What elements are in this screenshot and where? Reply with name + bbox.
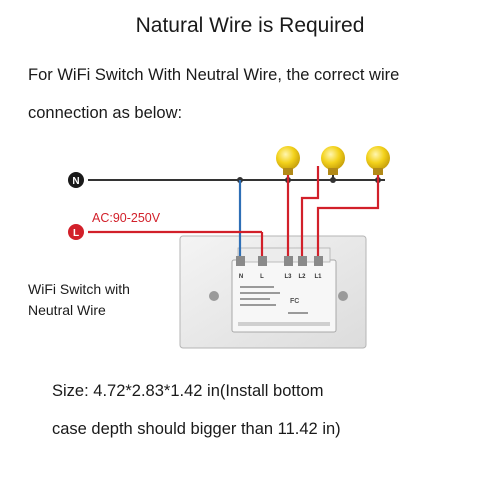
switch-label-line-1: WiFi Switch with	[28, 281, 130, 297]
terminal-label-l2: L2	[298, 274, 306, 280]
bulb-icon	[321, 146, 345, 175]
intro-text-line-1: For WiFi Switch With Neutral Wire, the c…	[28, 66, 400, 84]
intro-text-line-2: connection as below:	[28, 104, 183, 122]
terminal-label-l1: L1	[314, 274, 322, 280]
switch-plate	[179, 235, 367, 349]
switch-terminals: N L L3 L2 L1 FC	[236, 256, 323, 305]
live-terminal-icon: L	[68, 224, 84, 240]
switch-label: WiFi Switch with Neutral Wire	[28, 279, 130, 321]
module-mark: FC	[290, 298, 299, 305]
neutral-terminal-label: N	[72, 176, 79, 187]
live-terminal-label: L	[73, 228, 79, 239]
terminal-label-n: N	[239, 274, 243, 280]
page-title: Natural Wire is Required	[135, 14, 365, 37]
terminal-label-l3: L3	[284, 274, 292, 280]
bulb-icon	[366, 146, 390, 175]
load-wire-l1	[316, 166, 380, 260]
size-text-line-1: Size: 4.72*2.83*1.42 in(Install bottom	[52, 382, 324, 400]
load-wire-l2	[300, 166, 320, 260]
voltage-label: AC:90-250V	[92, 211, 161, 225]
size-text-line-2: case depth should bigger than 11.42 in)	[52, 420, 341, 438]
switch-label-line-2: Neutral Wire	[28, 302, 106, 318]
neutral-terminal-icon: N	[68, 172, 84, 188]
bulb-icon	[276, 146, 300, 175]
terminal-label-l: L	[260, 274, 264, 280]
